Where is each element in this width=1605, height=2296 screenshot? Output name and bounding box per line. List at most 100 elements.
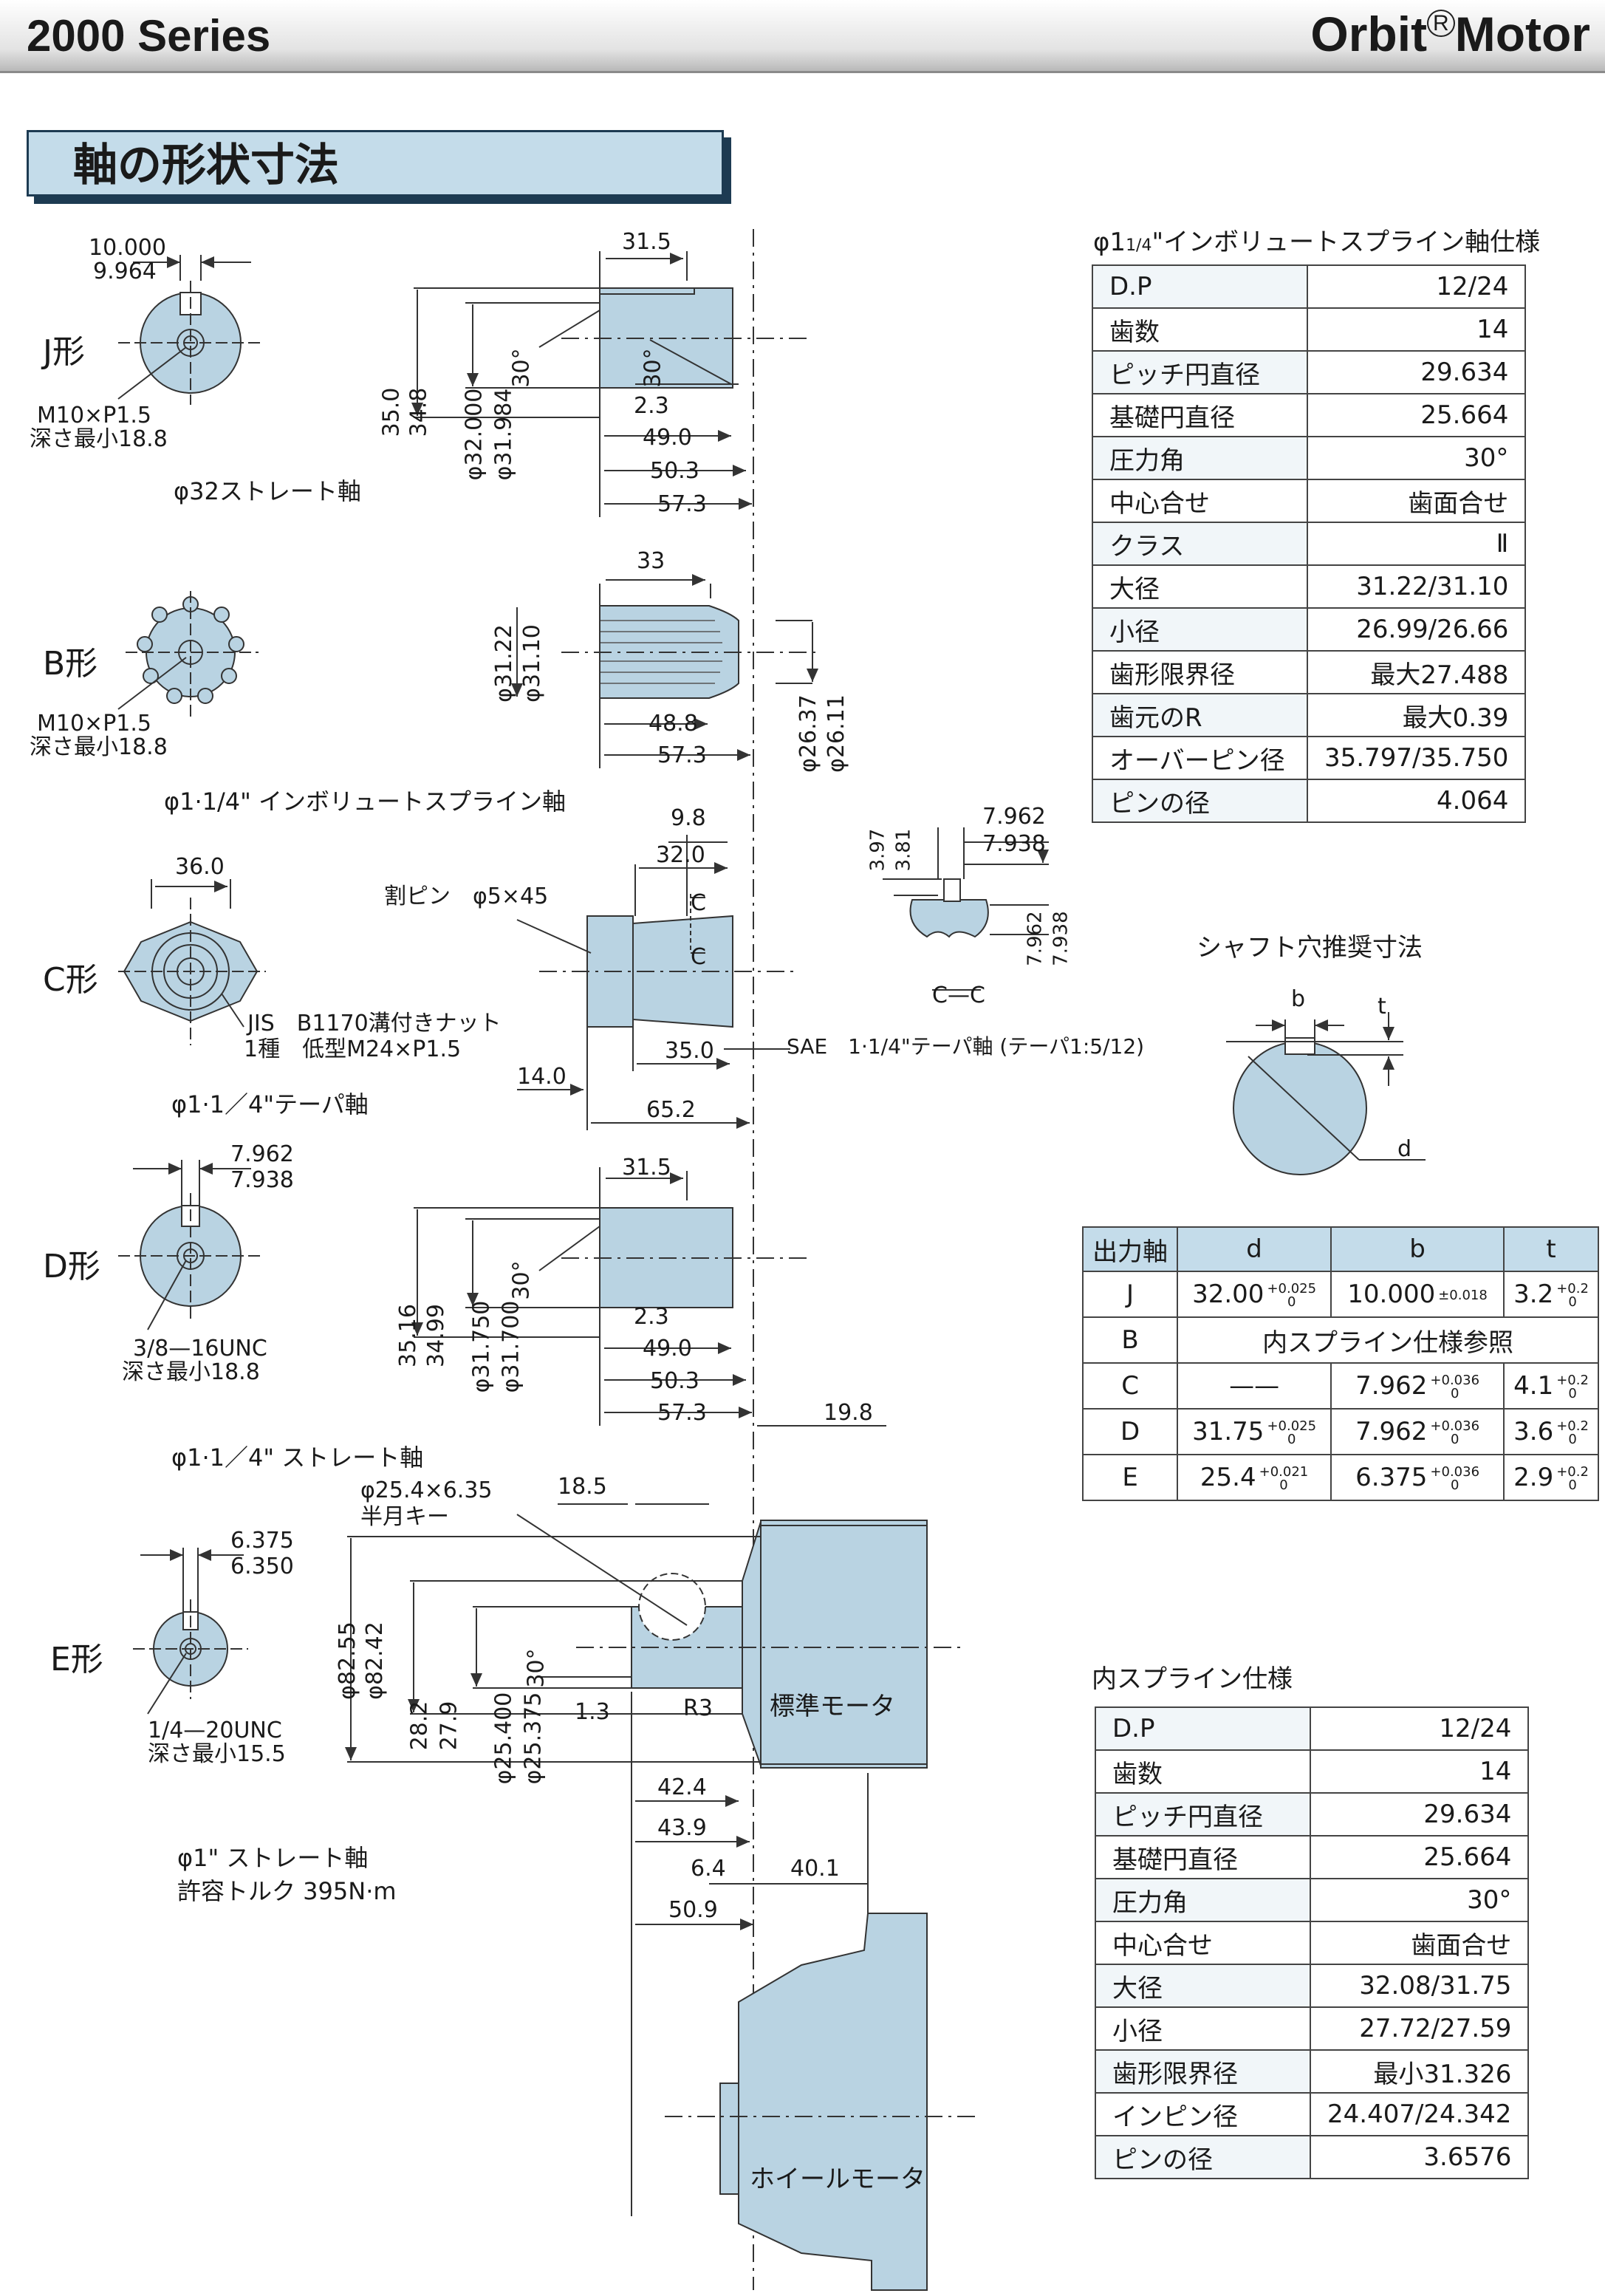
d-key-width-min: 7.938 xyxy=(230,1167,294,1193)
spec-value: 12/24 xyxy=(1306,264,1527,309)
spec-key: オーバーピン径 xyxy=(1092,736,1308,780)
d-dim-l3: 50.3 xyxy=(650,1368,699,1394)
e-dim-a: 18.5 xyxy=(558,1474,607,1500)
b-length: 33 xyxy=(637,548,665,574)
e-caption: φ1" ストレート軸 xyxy=(177,1844,369,1872)
form-label-e: E形 xyxy=(50,1641,103,1678)
e-dim-h2: φ82.42 xyxy=(361,1622,388,1700)
d-angle: 30° xyxy=(508,1260,535,1300)
spec-key: 大径 xyxy=(1092,564,1308,609)
spec-value: 25.664 xyxy=(1309,1835,1530,1879)
d-dim-l5: 19.8 xyxy=(824,1400,873,1426)
spec-row: 中心合せ歯面合せ xyxy=(1092,479,1527,523)
shaft-hole-b: b xyxy=(1291,986,1306,1012)
d-length: 31.5 xyxy=(622,1155,671,1181)
fit-shaft: B xyxy=(1081,1316,1179,1364)
e-dim-h1: φ82.55 xyxy=(334,1622,360,1700)
spec-row: 歯形限界径最大27.488 xyxy=(1092,650,1527,694)
spec-key: D.P xyxy=(1095,1706,1311,1751)
d-caption: φ1·1／4" ストレート軸 xyxy=(171,1443,424,1472)
spec-value: 35.797/35.750 xyxy=(1306,736,1527,780)
j-key-width-max: 10.000 xyxy=(89,235,166,261)
e-dim-l2: 43.9 xyxy=(657,1815,707,1841)
c-key-depth-1: 3.97 xyxy=(866,828,889,872)
j-depth-note: 深さ最小18.8 xyxy=(30,426,168,452)
e-radius: R3 xyxy=(683,1695,713,1721)
spec-key: ピッチ円直径 xyxy=(1092,350,1308,394)
j-angle-2: 30° xyxy=(640,348,666,388)
e-dim-s1: 28.2 xyxy=(406,1701,433,1751)
standard-motor-label: 標準モータ xyxy=(770,1692,895,1721)
spec-key: 中心合せ xyxy=(1095,1921,1311,1965)
d-dim-d2: φ31.700 xyxy=(498,1300,524,1393)
e-dim-l4: 40.1 xyxy=(790,1856,840,1882)
spec-value: 31.22/31.10 xyxy=(1306,564,1527,609)
fit-shaft: J xyxy=(1081,1271,1179,1318)
spec-key: 歯数 xyxy=(1092,307,1308,352)
spec-key: 圧力角 xyxy=(1095,1878,1311,1922)
b-dim-r2: φ26.11 xyxy=(823,694,849,773)
spec-key: 小径 xyxy=(1095,2006,1311,2051)
j-angle-1: 30° xyxy=(508,348,535,388)
spec-key: 基礎円直径 xyxy=(1092,393,1308,437)
spec-value: 最大27.488 xyxy=(1306,650,1527,694)
d-dim-d1: φ31.750 xyxy=(468,1300,495,1393)
spec-value: 30° xyxy=(1309,1878,1530,1922)
j-dim-l2: 49.0 xyxy=(643,425,692,451)
d-dim-l4: 57.3 xyxy=(657,1400,707,1426)
j-dim-l3: 50.3 xyxy=(650,458,699,484)
b-depth-note: 深さ最小18.8 xyxy=(30,734,168,760)
spec-value: 14 xyxy=(1309,1749,1530,1794)
spline-shaft-table-title: φ11/4"インボリュートスプライン軸仕様 xyxy=(1093,228,1541,257)
j-dim-l1: 2.3 xyxy=(634,393,669,419)
spec-value: 歯面合せ xyxy=(1309,1921,1530,1965)
spec-key: 歯形限界径 xyxy=(1092,650,1308,694)
c-dim-c: 35.0 xyxy=(665,1038,714,1064)
fit-b: 10.000±0.018 xyxy=(1330,1271,1505,1318)
series-title: 2000 Series xyxy=(27,11,271,61)
fit-shaft: C xyxy=(1081,1362,1179,1410)
spec-value: 25.664 xyxy=(1306,393,1527,437)
c-key-width-2: 7.938 xyxy=(982,831,1046,857)
d-dim-l1: 2.3 xyxy=(634,1304,669,1330)
registered-mark: R xyxy=(1427,10,1455,37)
spec-value: 4.064 xyxy=(1306,779,1527,823)
spec-key: 歯数 xyxy=(1095,1749,1311,1794)
spec-key: ピンの径 xyxy=(1092,779,1308,823)
j-dim-l4: 57.3 xyxy=(657,491,707,517)
spec-value: 26.99/26.66 xyxy=(1306,607,1527,652)
b-thread-note: M10×P1.5 xyxy=(37,711,151,737)
spec-key: 歯元のR xyxy=(1092,693,1308,737)
j-thread-note: M10×P1.5 xyxy=(37,403,151,428)
spec-value: 3.6576 xyxy=(1309,2135,1530,2179)
spec-value: 最小31.326 xyxy=(1309,2049,1530,2094)
d-dim-a1: 35.16 xyxy=(394,1304,421,1367)
form-label-d: D形 xyxy=(43,1248,100,1285)
c-dim-a: 9.8 xyxy=(671,805,706,831)
spec-value: 29.634 xyxy=(1309,1792,1530,1837)
j-dim-a1: 35.0 xyxy=(378,387,405,437)
tolerance: ±0.018 xyxy=(1438,1287,1488,1303)
